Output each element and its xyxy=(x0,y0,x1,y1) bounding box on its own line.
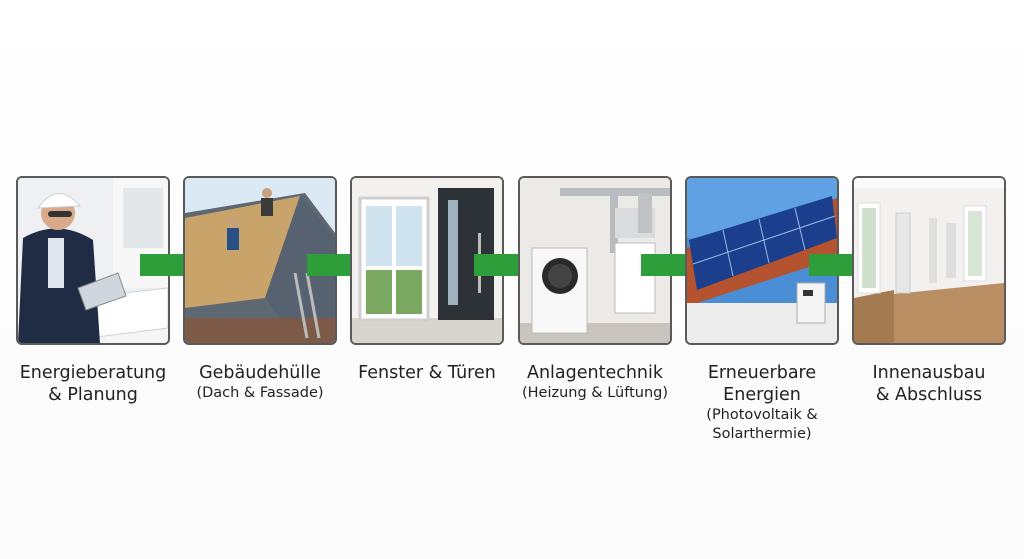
consultant-photo xyxy=(16,176,170,345)
step-energy-consulting: Energieberatung & Planung xyxy=(16,176,170,406)
step-title: Gebäudehülle xyxy=(199,363,321,383)
step-subtitle: (Photovoltaik & Solarthermie) xyxy=(706,407,818,442)
step-subtitle: (Heizung & Lüftung) xyxy=(521,385,669,401)
step-title: Energieberatung & Planung xyxy=(19,363,167,405)
step-title: Anlagentechnik xyxy=(526,363,664,383)
roof-insulation-photo xyxy=(183,176,337,345)
step-interior-finishing: Innenausbau & Abschluss xyxy=(852,176,1006,406)
step-title: Erneuerbare Energien xyxy=(707,363,817,405)
step-title: Innenausbau & Abschluss xyxy=(872,363,986,405)
step-renewable-energy: Erneuerbare Energien (Photovoltaik & Sol… xyxy=(685,176,839,444)
step-building-envelope: Gebäudehülle (Dach & Fassade) xyxy=(183,176,337,403)
interior-room-photo xyxy=(852,176,1006,345)
step-building-services: Anlagentechnik (Heizung & Lüftung) xyxy=(518,176,672,403)
step-title: Fenster & Türen xyxy=(358,363,496,383)
step-subtitle: (Dach & Fassade) xyxy=(196,385,324,401)
solar-panel-photo xyxy=(685,176,839,345)
